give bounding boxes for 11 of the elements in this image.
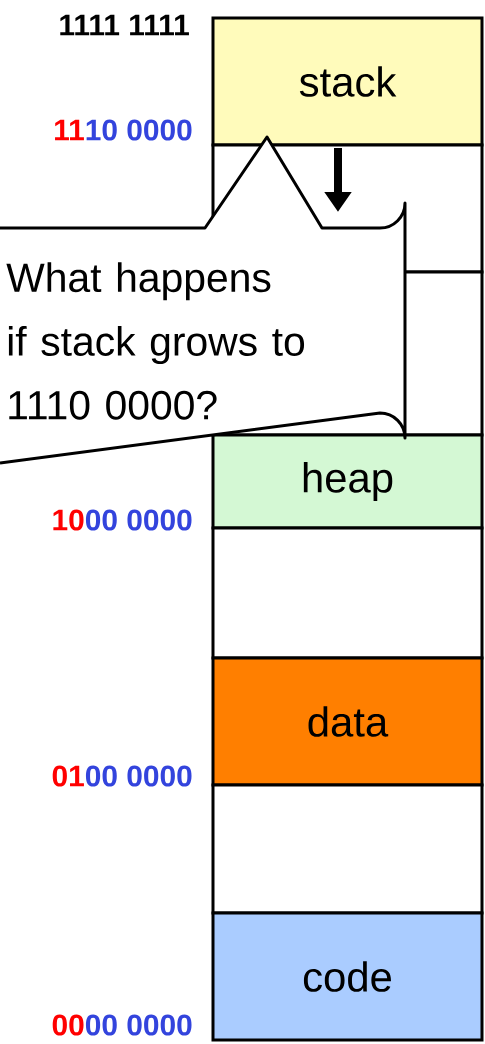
address-label: 00 0000 (85, 765, 192, 787)
address-label: 00 (52, 1014, 84, 1036)
address-label: 01 (52, 765, 84, 787)
memory-segment: stack (211, 16, 484, 147)
memory-segment: heap (211, 433, 484, 530)
address-label: 00 0000 (85, 509, 192, 531)
empty-segment (211, 783, 484, 915)
empty-segment (211, 526, 484, 660)
address-label: 10 (53, 509, 84, 531)
memory-segment: code (211, 911, 484, 1042)
memory-segment: data (211, 656, 484, 787)
